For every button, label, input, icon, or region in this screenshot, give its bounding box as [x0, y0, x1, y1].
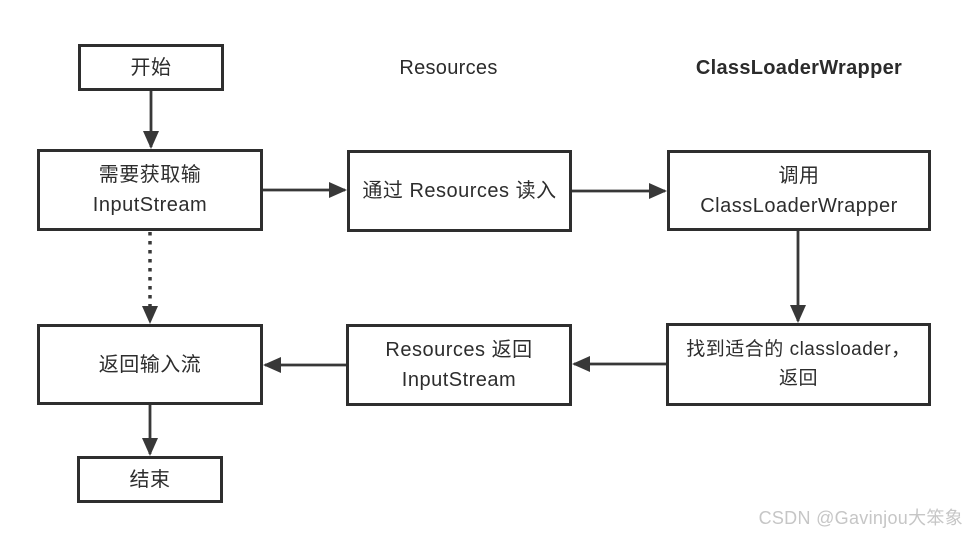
flow-node-resources-return-inputstream: Resources 返回 InputStream: [346, 324, 572, 406]
column-header-resources: Resources: [399, 57, 498, 79]
flow-node-need-inputstream: 需要获取输 InputStream: [37, 149, 263, 231]
flow-node-find-classloader: 找到适合的 classloader， 返回: [666, 323, 931, 406]
column-header-classloaderwrapper: ClassLoaderWrapper: [695, 57, 903, 79]
flow-node-call-classloaderwrapper: 调用 ClassLoaderWrapper: [667, 150, 931, 231]
csdn-watermark: CSDN @Gavinjou大笨象: [758, 508, 963, 528]
flow-node-start: 开始: [78, 44, 224, 91]
flow-node-return-input-stream: 返回输入流: [37, 324, 263, 405]
flow-node-resources-read: 通过 Resources 读入: [347, 150, 572, 232]
flow-node-end: 结束: [77, 456, 223, 503]
